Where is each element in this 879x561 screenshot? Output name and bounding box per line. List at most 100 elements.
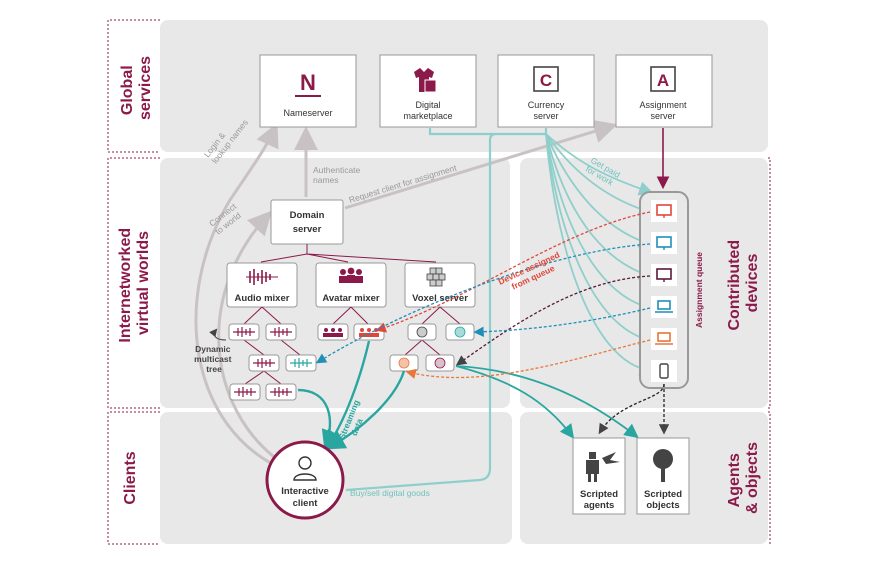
tree-icon (653, 449, 673, 482)
interactive-client-node[interactable]: Interactive client (265, 440, 345, 520)
getpaid-line-3 (545, 133, 654, 280)
voxel-server-label: Voxel server (412, 293, 468, 304)
band-virtual-line1: Internetworked (117, 228, 134, 343)
currency-label-2: server (533, 111, 558, 121)
objects-label-1: Scripted (644, 489, 682, 500)
device-slot-3[interactable] (651, 264, 677, 286)
agents-label-2: agents (584, 500, 615, 511)
buysell-label: Buy/sell digital goods (350, 488, 430, 498)
band-global-line1: Global (119, 65, 136, 115)
assign-maroon-arrow (455, 275, 651, 366)
audio-mixer-label: Audio mixer (235, 293, 290, 304)
multicast-line3: tree (206, 364, 222, 374)
contributed-band-border (768, 157, 771, 409)
audio-mixer-node[interactable]: Audio mixer (226, 262, 298, 308)
client-label-1: Interactive (281, 486, 329, 497)
authenticate-label: Authenticate names (313, 165, 363, 185)
virtual-band-border (107, 157, 160, 409)
voxel-cubes-icon (426, 267, 446, 287)
clients-band-border (107, 411, 160, 545)
multicast-line2: multicast (194, 354, 231, 364)
band-contributed-line2: devices (744, 254, 761, 313)
authenticate-line1: Authenticate (313, 165, 361, 175)
band-contributed-line1: Contributed (726, 240, 743, 331)
voxel-server-node[interactable]: Voxel server (404, 262, 476, 308)
domain-label-2: server (293, 224, 322, 235)
getpaid-line-7 (545, 133, 654, 196)
scripted-objects-node[interactable]: Scripted objects (636, 437, 690, 515)
assign-orange-arrow (405, 339, 651, 379)
band-label-global: Global services (119, 56, 154, 120)
domain-tree-lines (260, 244, 437, 263)
audio-waveform-icon (246, 269, 278, 285)
avatar-mixer-label: Avatar mixer (322, 293, 380, 304)
nameserver-glyph: N (300, 70, 316, 95)
voxel-to-agents-arrow (455, 365, 575, 439)
authenticate-line2: names (313, 175, 339, 185)
currency-label-1: Currency (528, 100, 565, 110)
band-label-agents: Agents & objects (726, 442, 761, 514)
band-agents-line2: & objects (744, 442, 761, 514)
marketplace-link-line (428, 128, 496, 136)
robot-bird-icon (586, 452, 620, 482)
device-slot-4[interactable] (651, 296, 677, 318)
domain-server-node[interactable]: Domain server (270, 199, 344, 245)
getpaid-line-1 (545, 133, 654, 216)
assignment-glyph: A (657, 71, 669, 90)
device-slot-6[interactable] (651, 360, 677, 382)
voxel-leaf-3 (389, 354, 419, 372)
band-label-virtual: Internetworked virtual worlds (117, 223, 152, 342)
device-slot-5[interactable] (651, 328, 677, 350)
device-slot-1[interactable] (651, 200, 677, 222)
assignment-label-1: Assignment (639, 100, 687, 110)
scripted-agents-node[interactable]: Scripted agents (572, 437, 626, 515)
client-label-2: client (293, 498, 319, 509)
multicast-line1: Dynamic (195, 344, 231, 354)
currency-server-node[interactable]: C Currency server (497, 54, 595, 128)
assign-blue-arrow (315, 243, 651, 364)
connect-world-arrow (217, 210, 291, 470)
avatar-leaf-1 (317, 323, 349, 341)
voxel-leaf-1 (407, 323, 437, 341)
multicast-pointer (209, 328, 227, 341)
getpaid-line-2 (545, 133, 654, 248)
nameserver-label: Nameserver (283, 108, 332, 118)
assignment-label-2: server (650, 111, 675, 121)
digital-marketplace-node[interactable]: Digital marketplace (379, 54, 477, 128)
avatar-leaf-2 (353, 323, 385, 341)
avatar-group-icon (339, 267, 363, 283)
voxel-tree-lines (404, 306, 461, 356)
audio-leaf-3 (248, 354, 280, 372)
agents-label-1: Scripted (580, 489, 618, 500)
voxel-leaf-4 (425, 354, 455, 372)
band-agents-line1: Agents (726, 453, 743, 507)
request-assignment-arrow (344, 119, 618, 210)
login-lookup-arrow (194, 122, 286, 472)
audio-leaf-1 (228, 323, 260, 341)
stream-arrow-voxel (325, 370, 406, 450)
band-virtual-line2: virtual worlds (135, 231, 152, 335)
global-band-border (107, 19, 160, 153)
currency-glyph-box (533, 66, 559, 92)
getpaid-line-4 (545, 133, 654, 313)
avatar-tree-lines (332, 306, 369, 325)
marketplace-label-2: marketplace (403, 111, 452, 121)
avatar-mixer-node[interactable]: Avatar mixer (315, 262, 387, 308)
nameserver-node[interactable]: N Nameserver (259, 54, 357, 128)
band-label-clients: Clients (122, 451, 139, 504)
assign-red-arrow (375, 211, 651, 333)
audio-leaf-4 (285, 354, 317, 372)
getpaid-line-6 (545, 133, 654, 377)
voxel-to-objects-arrow (455, 365, 639, 439)
currency-glyph: C (540, 71, 552, 90)
person-icon (293, 456, 317, 481)
audio-leaf-5 (229, 383, 261, 401)
audio-tree-lines (243, 306, 301, 385)
marketplace-label-1: Digital (415, 100, 440, 110)
agents-band-border (768, 411, 771, 545)
audio-leaf-2 (265, 323, 297, 341)
device-slot-2[interactable] (651, 232, 677, 254)
band-label-contributed: Contributed devices (726, 235, 761, 330)
assignment-server-node[interactable]: A Assignment server (615, 54, 713, 128)
